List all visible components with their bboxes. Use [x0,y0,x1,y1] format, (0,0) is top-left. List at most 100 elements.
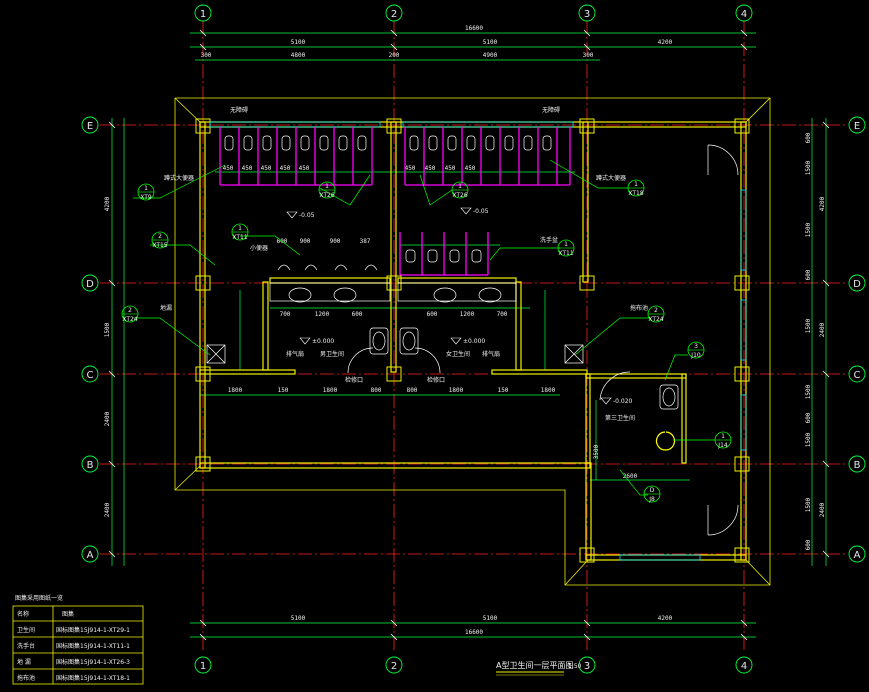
axis-col-label: 1 [200,9,206,20]
dimension-texts: 16600 5100 5100 4200 300 4800 200 4900 3… [104,25,826,636]
note-text: 检修口 [345,376,363,384]
axis-lines [100,20,848,652]
callout-ref: J14 [717,442,728,449]
callout-num: 1 [238,225,242,232]
axis-row-label: D [853,279,861,290]
elevation-mark: -0.05 [460,207,489,215]
dim-text: 1800 [449,387,464,394]
note-text: 地漏 [160,304,172,312]
elevation-text: -0.020 [613,398,633,405]
axis-row-label: A [87,550,94,561]
elevation-mark: -0.020 [600,397,633,405]
legend-cell: 国标图集15J914-1-XT11-1 [56,642,130,650]
dim-text: 4900 [483,52,498,59]
dimension-ticks [108,29,830,641]
note-text: 蹲式大便器 [596,174,626,182]
dim-text: 450 [405,165,416,172]
dim-text: 300 [583,52,594,59]
note-text: 洗手盆 [540,236,558,244]
note-text: 拖布池 [630,304,648,312]
columns [195,118,750,563]
drawing-title: A型卫生间一层平面图 [496,660,573,670]
dim-text: 600 [805,132,812,143]
callout-ref: XT15 [152,242,167,249]
legend-cell: 卫生间 [17,626,35,634]
dim-text: 1500 [104,322,111,337]
dim-text: 1500 [805,160,812,175]
leader-lines [133,159,716,496]
note-text: 女卫生间 [446,350,470,358]
dim-text: 450 [242,165,253,172]
dim-text: 5100 [483,615,498,622]
dim-text: 200 [389,52,400,59]
dim-text: 4200 [819,196,826,211]
drawing-scale: 1:50 [568,663,582,670]
dim-text: 700 [497,311,508,318]
callout-ref: XT26 [319,192,334,199]
axis-col-label: 3 [584,9,590,20]
callout-ref: J8 [648,496,655,503]
dim-text: 150 [498,387,509,394]
callout-num: 2 [128,307,132,314]
dim-text: 5100 [291,39,306,46]
note-text: 第三卫生间 [605,414,635,422]
elevation-marks: -0.05 -0.05 ±0.000 ±0.000 -0.020 [286,207,633,405]
dim-text: 600 [805,269,812,280]
callout-ref: XT24 [648,316,663,323]
dim-text: 1200 [460,311,475,318]
dim-text: 600 [427,311,438,318]
dim-text: 1800 [323,387,338,394]
elevation-text: ±0.000 [312,338,334,345]
dim-text: 600 [805,412,812,423]
dim-text: 800 [407,387,418,394]
axis-col-label: 1 [200,661,206,672]
dim-text: 600 [352,311,363,318]
windows [209,121,747,561]
axis-bubbles [81,4,866,674]
legend-header: 名称 [17,610,29,618]
dim-text: 600 [805,539,812,550]
dim-text: 5100 [291,615,306,622]
drawing-title-block: A型卫生间一层平面图 1:50 [496,660,582,676]
axis-row-label: C [87,370,94,381]
dimension-lines [111,32,827,638]
elevation-text: -0.05 [473,208,489,215]
note-text: 无障碍 [230,106,248,114]
dim-text: 450 [445,165,456,172]
callout-num: 1 [325,183,329,190]
axis-row-label: E [854,121,860,132]
dim-text: 1500 [805,318,812,333]
callout-num: 1 [721,433,725,440]
legend-cell: 国标图集15J914-1-XT26-3 [56,658,130,666]
legend-cell: 洗手台 [17,642,35,650]
doors [347,144,739,536]
dim-text: 1500 [805,432,812,447]
legend-title: 图集采用图纸一览 [15,594,63,602]
fixtures [206,135,679,451]
dim-text: 1500 [805,222,812,237]
dim-text: 387 [360,238,371,245]
legend-cell: 地 漏 [17,658,31,666]
callout-num: 1 [458,183,462,190]
callout-num: 1 [634,181,638,188]
callout-ref: XT26 [452,192,467,199]
elevation-mark: ±0.000 [299,337,334,345]
axis-col-label: 4 [741,661,747,672]
legend-table: 图集采用图纸一览 名称 图集 卫生间 国标图集15J914-1-XT29-1 洗… [12,594,144,685]
dim-text: 450 [223,165,234,172]
legend-cell: 国标图集15J914-1-XT29-1 [56,626,130,634]
dim-text: 900 [330,238,341,245]
elevation-mark: -0.05 [286,211,315,219]
callout-ref: XT11 [558,250,573,257]
note-text: 检修口 [427,376,445,384]
callout-num: 1 [564,241,568,248]
dim-text: 1800 [541,387,556,394]
dim-text: 2600 [623,473,638,480]
dim-text: 4200 [104,196,111,211]
